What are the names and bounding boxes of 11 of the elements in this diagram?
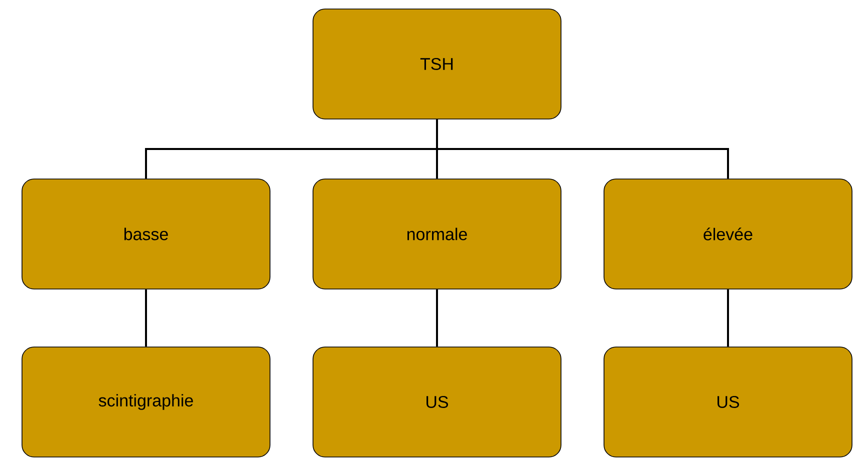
connector-line xyxy=(727,289,729,347)
connector-line xyxy=(145,289,147,347)
tree-box: basse xyxy=(22,178,270,290)
connector-line xyxy=(436,119,729,179)
tree-box: TSH xyxy=(312,8,562,120)
tree-box: élevée xyxy=(604,178,852,290)
tree-box: normale xyxy=(312,178,562,290)
connector-line xyxy=(436,289,438,347)
tree-box: US xyxy=(604,346,852,458)
tree-box: US xyxy=(312,346,562,458)
tree-box: scintigraphie xyxy=(22,346,270,458)
